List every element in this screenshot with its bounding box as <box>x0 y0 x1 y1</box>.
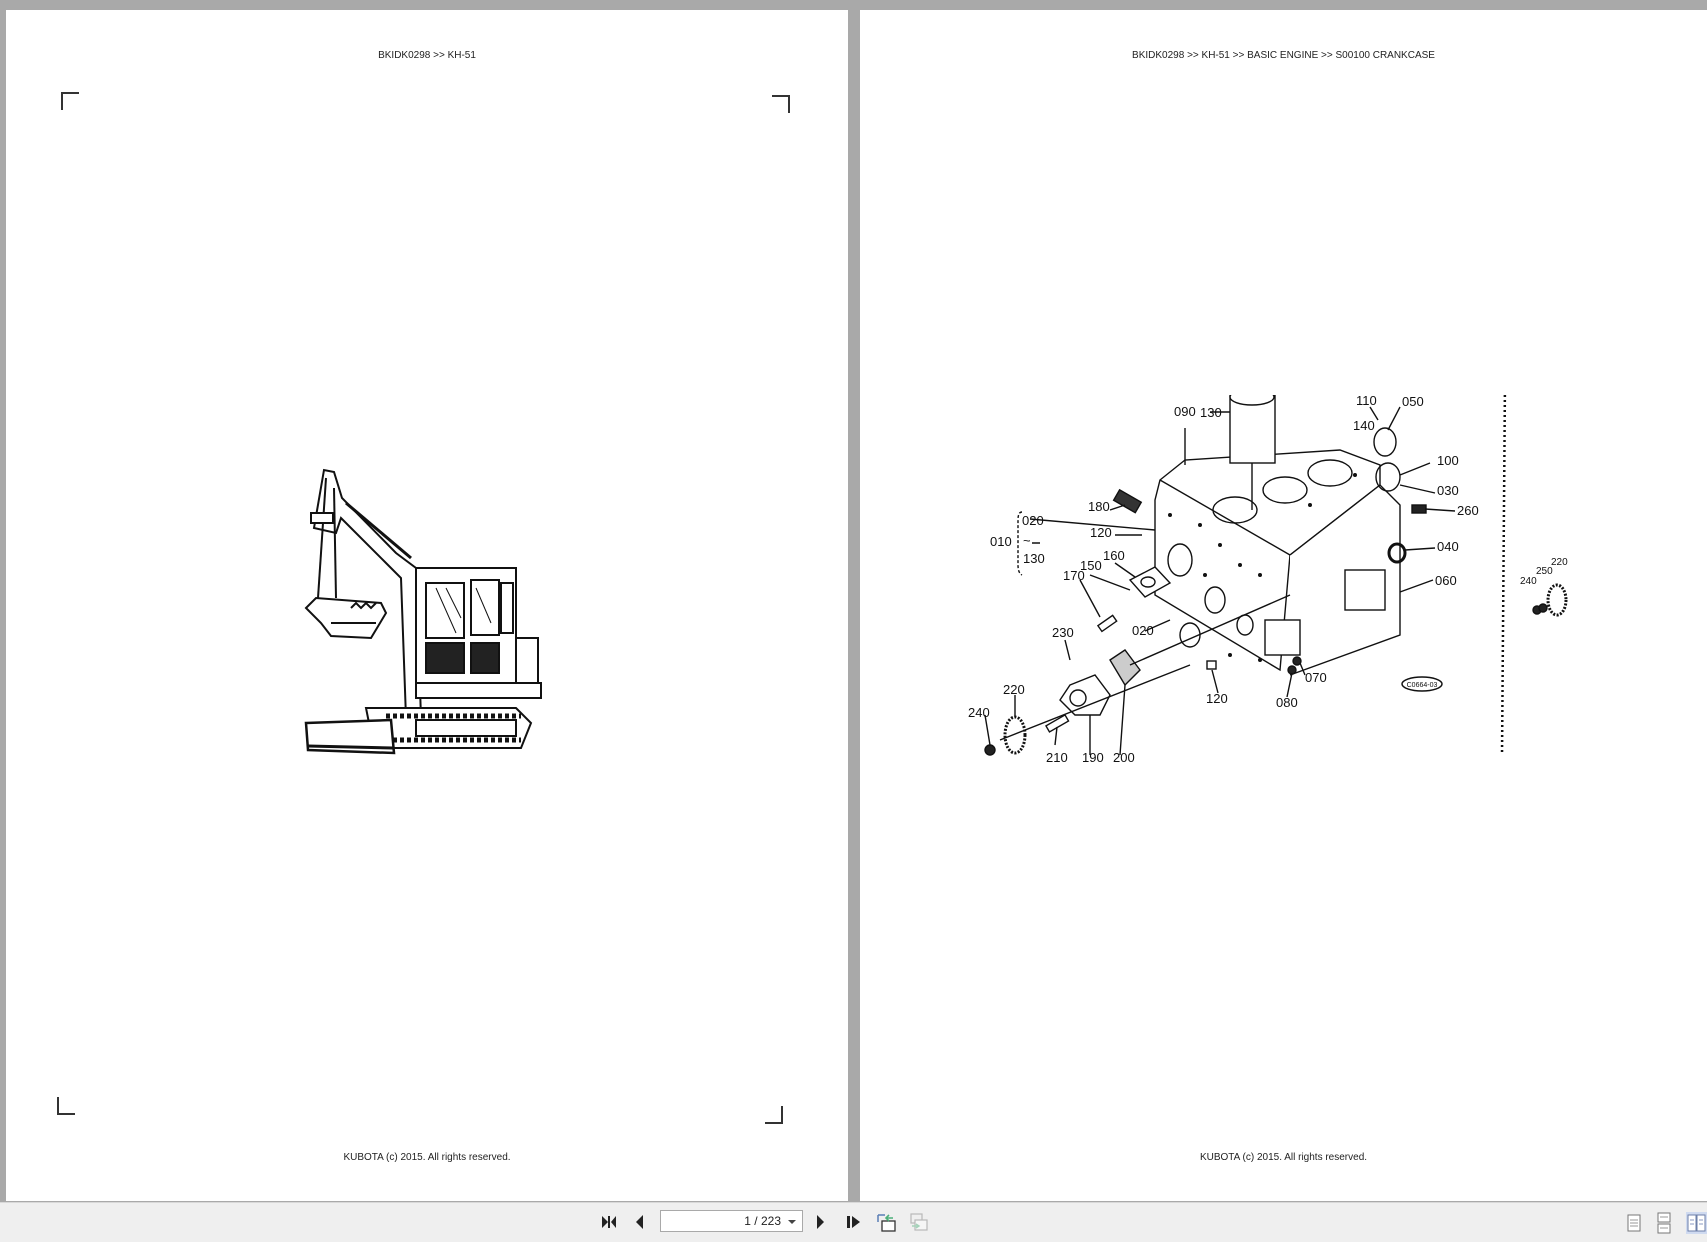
previous-view-icon <box>877 1214 896 1232</box>
callout-160: 160 <box>1103 548 1125 563</box>
side-callout-240: 240 <box>1520 576 1537 587</box>
callout-130: 130 <box>1023 551 1045 566</box>
two-page-view-icon <box>1687 1214 1706 1232</box>
callout-140: 140 <box>1353 418 1375 433</box>
callout-220: 220 <box>1003 682 1025 697</box>
callout-080: 080 <box>1276 695 1298 710</box>
side-callout-220: 220 <box>1551 557 1568 568</box>
callout-030: 030 <box>1437 483 1459 498</box>
page-indicator: 1 / 223 <box>744 1214 781 1228</box>
navigation-toolbar: 1 / 223 <box>0 1202 1707 1242</box>
next-page-button[interactable] <box>812 1211 830 1233</box>
page-2: BKIDK0298 >> KH-51 >> BASIC ENGINE >> S0… <box>860 10 1707 1201</box>
last-page-button[interactable] <box>843 1211 865 1233</box>
callout-120: 120 <box>1206 691 1228 706</box>
continuous-view-icon <box>1657 1212 1671 1234</box>
callout-230: 230 <box>1052 625 1074 640</box>
chevron-down-icon <box>788 1220 796 1224</box>
two-page-view-button[interactable] <box>1686 1212 1707 1234</box>
callout-200: 200 <box>1113 750 1135 765</box>
callout-020: 020 <box>1132 623 1154 638</box>
page-header: BKIDK0298 >> KH-51 >> BASIC ENGINE >> S0… <box>1132 50 1435 61</box>
page-footer: KUBOTA (c) 2015. All rights reserved. <box>1199 1152 1368 1163</box>
side-callout-250: 250 <box>1536 566 1553 577</box>
callout-050: 050 <box>1402 395 1424 409</box>
callout-060: 060 <box>1435 573 1457 588</box>
previous-view-button[interactable] <box>875 1211 899 1233</box>
crop-mark-bottom-right <box>765 1106 783 1124</box>
previous-page-icon <box>636 1215 643 1229</box>
callout-210: 210 <box>1046 750 1068 765</box>
callout-020: 020 <box>1022 513 1044 528</box>
last-page-icon <box>847 1216 860 1228</box>
callout-170: 170 <box>1063 568 1085 583</box>
callout-040: 040 <box>1437 539 1459 554</box>
crop-mark-top-left <box>61 92 79 110</box>
callout-100: 100 <box>1437 453 1459 468</box>
page-footer: KUBOTA (c) 2015. All rights reserved. <box>343 1152 511 1163</box>
next-view-icon <box>910 1213 928 1231</box>
page-1: BKIDK0298 >> KH-51 <box>6 10 848 1201</box>
previous-page-button[interactable] <box>630 1211 648 1233</box>
first-page-icon <box>602 1216 616 1228</box>
callout-110: 110 <box>1356 395 1377 408</box>
callout-260: 260 <box>1457 503 1479 518</box>
page-header: BKIDK0298 >> KH-51 <box>378 50 476 61</box>
callout-130: 130 <box>1200 405 1222 420</box>
callout-190: 190 <box>1082 750 1104 765</box>
callout-240: 240 <box>968 705 990 720</box>
single-page-view-icon <box>1627 1214 1641 1232</box>
callout-150: 150 <box>1080 558 1102 573</box>
page-number-dropdown[interactable]: 1 / 223 <box>660 1210 803 1232</box>
continuous-view-button[interactable] <box>1654 1212 1674 1234</box>
callout-120: 120 <box>1090 525 1112 540</box>
crankcase-exploded-diagram: 090 130 110 050 140 100 030 260 180 020 … <box>968 395 1568 765</box>
excavator-illustration <box>304 468 542 755</box>
next-view-button[interactable] <box>907 1211 931 1233</box>
next-page-icon <box>817 1215 824 1229</box>
single-page-view-button[interactable] <box>1624 1212 1644 1234</box>
callout-010: 010 <box>990 534 1012 549</box>
callout-090: 090 <box>1174 404 1196 419</box>
reference-code: C0664-03 <box>1407 682 1438 689</box>
callout-070: 070 <box>1305 670 1327 685</box>
document-viewer[interactable]: BKIDK0298 >> KH-51 <box>0 0 1707 1202</box>
range-tilde: ~ <box>1023 533 1031 548</box>
first-page-button[interactable] <box>598 1211 620 1233</box>
crop-mark-top-right <box>772 95 790 113</box>
callout-180: 180 <box>1088 499 1110 514</box>
crop-mark-bottom-left <box>57 1097 75 1115</box>
